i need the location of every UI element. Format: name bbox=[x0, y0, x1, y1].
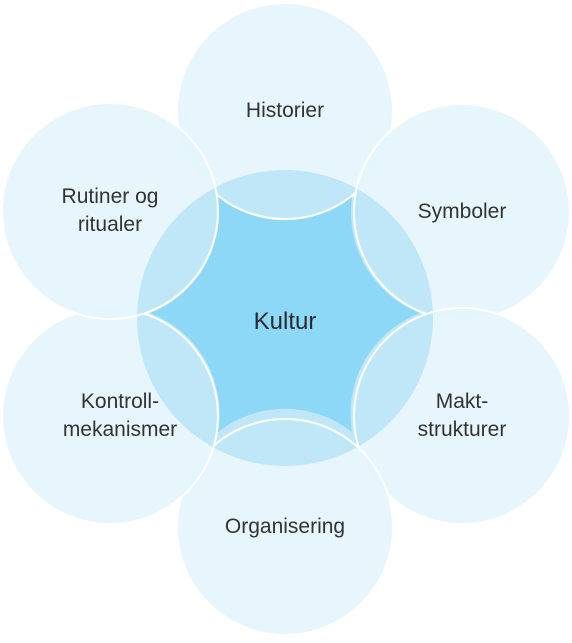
petal-overlap-symboler bbox=[353, 170, 433, 321]
petal-label-line: Kontroll- bbox=[80, 390, 160, 413]
petal-overlap-organisering bbox=[176, 418, 394, 466]
petal-label-line: Historier bbox=[245, 99, 325, 122]
petal-label-line: Symboler bbox=[417, 200, 507, 223]
petal-overlap-rutiner-og-ritualer bbox=[137, 170, 219, 320]
petal-label-symboler: Symboler bbox=[418, 198, 507, 226]
petal-label-line: mekanismer bbox=[62, 418, 178, 441]
petal-label-line: ritualer bbox=[77, 213, 143, 236]
petal-label-rutiner-og-ritualer: Rutiner og ritualer bbox=[62, 183, 159, 239]
petal-label-line: Makt- bbox=[435, 390, 489, 413]
petal-label-line: strukturer bbox=[417, 418, 507, 441]
petal-label-kontrollmekanismer: Kontroll- mekanismer bbox=[63, 388, 177, 444]
center-core-shape bbox=[150, 197, 420, 432]
center-label: Kultur bbox=[253, 308, 317, 335]
petal-overlap-maktstrukturer bbox=[353, 307, 433, 466]
petal-overlap-historier bbox=[176, 170, 394, 220]
petal-label-organisering: Organisering bbox=[225, 513, 345, 541]
petal-overlap-kontrollmekanismer bbox=[137, 307, 219, 466]
petal-label-line: Organisering bbox=[224, 515, 346, 538]
petal-label-historier: Historier bbox=[246, 97, 324, 125]
petal-label-line: Rutiner og bbox=[61, 185, 159, 208]
petal-label-maktstrukturer: Makt- strukturer bbox=[418, 388, 507, 444]
